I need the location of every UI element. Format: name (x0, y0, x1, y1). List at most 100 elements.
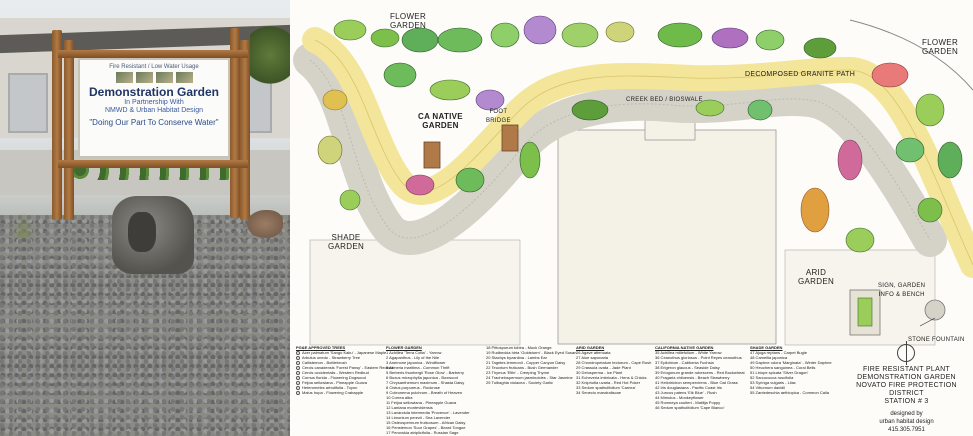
legend-shade-garden: SHADE GARDEN 47 Ajuga reptans - Carpet B… (750, 345, 832, 395)
legend-item: 50 Heuchera sanguinea - Coral Bells (750, 365, 816, 370)
legend-item: 26 Agave attenuata (576, 350, 611, 355)
legend-item: 24 Trachelospermum jasminoides - Star Ja… (486, 375, 573, 380)
legend-heading: CALIFORNIA NATIVE GARDEN (655, 345, 714, 350)
legend-item: 34 Senecio mandraliscae (576, 390, 621, 395)
sign-partners: NMWD & Urban Habitat Design (104, 107, 204, 114)
north-arrow-icon (897, 341, 915, 365)
legend-item: 53 Syringa vulgaris - Lilac (750, 380, 796, 385)
legend-item: 45 Romneya coulteri - Matilija Poppy (655, 400, 721, 405)
plant-masses (317, 15, 963, 253)
legend-item: 12 Lantana montevidensis (386, 405, 433, 410)
legend-item: 47 Ajuga reptans - Carpet Bugle (750, 350, 807, 355)
sign-slogan: "Doing Our Part To Conserve Water" (89, 118, 219, 127)
label-shade-garden: SHADE GARDEN (328, 233, 365, 251)
legend-item: 46 Sedum spathulifolium 'Cape Blanco' (655, 405, 725, 410)
fountain-spout (128, 212, 156, 252)
legend-item: 9 Coleonema pulchrum - Breath of Heaven (386, 390, 463, 395)
legend-flower-garden: FLOWER GARDEN 1 Achillea 'Terra Cotta' -… (386, 345, 470, 435)
legend-item: 23 Thymus 'Elfin' - Creeping Thyme (486, 370, 550, 375)
foot-bridge-1 (423, 141, 441, 169)
legend-item: Cercis occidentalis - Western Redbud (302, 370, 369, 375)
legend-item: 22 Teucrium fruticans - Bush Germander (486, 365, 558, 370)
legend-item: 54 Viburnum davidii (750, 385, 786, 390)
title-line-2: DEMONSTRATION GARDEN (857, 374, 956, 381)
legend-item: 2 Agapanthus - Lily of the Nile (386, 355, 440, 360)
garden-site-plan: FLOWER GARDEN FLOWER GARDEN DECOMPOSED G… (290, 0, 973, 436)
legend-item: 35 Achillea millefolium - White Yarrow (655, 350, 722, 355)
lawn-area-left (309, 239, 521, 346)
sign-post-right (230, 28, 240, 218)
label-ca-native-garden: CA NATIVE GARDEN (418, 112, 463, 130)
legend-item: 32 Kniphofia uvaria - Red Hot Poker (576, 380, 641, 385)
legend-item: 21 Tagetes lemmonii - Copper Canyon Dais… (486, 360, 566, 365)
legend-item: Feijoa sellowiana - Pineapple Guava (302, 380, 367, 385)
legend-item: 43 Juncus patens 'Elk Blue' - Rush (655, 390, 717, 395)
legend-item: 29 Crassula ovata - Jade Plant (576, 365, 631, 370)
title-line-1: FIRE RESISTANT PLANT (862, 366, 951, 373)
legend-item: Malus hupa - Flowering Crabapple (302, 390, 364, 395)
plan-drawing (293, 15, 973, 346)
legend-item: 28 Chondropetalum tectorum - Cape Rush (576, 360, 652, 365)
legend-california-native-garden: CALIFORNIA NATIVE GARDEN 35 Achillea mil… (655, 345, 745, 410)
legend-item: 25 Tulbaghia violacea - Society Garlic (486, 380, 553, 385)
legend-item: Heteromeles arbutifolia - Toyon (302, 385, 358, 390)
sign-photos (80, 72, 228, 83)
title-line-3: NOVATO FIRE PROTECTION DISTRICT (856, 382, 957, 397)
granite-path-edge (314, 39, 973, 266)
legend-item: 37 Epilobium - California Fuchsia (655, 360, 714, 365)
legend-item: Callistemon - Bottlebrush (302, 360, 347, 365)
legend-heading: SHADE GARDEN (750, 345, 783, 350)
legend-heading: FLOWER GARDEN (386, 345, 422, 350)
label-flower-garden-top: FLOWER GARDEN (390, 12, 427, 30)
legend-item: Cercis canadensis 'Forest Pansy' - Easte… (302, 365, 394, 370)
legend-item: 33 Sedum spathulifolium 'Carnea' (576, 385, 636, 390)
title-block: FIRE RESISTANT PLANT DEMONSTRATION GARDE… (840, 366, 973, 434)
sign-title: Demonstration Garden (88, 85, 220, 99)
title-line-4: STATION # 3 (884, 398, 929, 405)
legend-item: 19 Rudbeckia hirta 'Goldsturm' - Black E… (486, 350, 577, 355)
legend-item: 5 Berberis thunbergii 'Rose Glow' - Barb… (386, 370, 465, 375)
sign-subtitle: Fire Resistant / Low Water Usage (109, 64, 199, 70)
legend-item: Arbutus unedo - Strawberry Tree (302, 355, 361, 360)
legend-item: 40 Fragaria chiloensis - Beach Strawberr… (655, 375, 730, 380)
designed-by: designed by (890, 411, 923, 417)
ornamental-grass (12, 212, 34, 238)
sign-post-left-inner (64, 40, 74, 220)
label-stone-fountain: STONE FOUNTAIN (908, 337, 965, 343)
garden-sign-photo: Fire Resistant / Low Water Usage Demonst… (0, 0, 290, 436)
legend-item: 27 Aloe saponaria (576, 355, 609, 360)
legend-item: 55 Zantedeschia aethiopica - Common Call… (750, 390, 829, 395)
legend-item: 17 Perovskia atriplicifolia - Russian Sa… (386, 430, 459, 435)
legend-item: 20 Stachys byzantina - Lambs Ear (486, 355, 547, 360)
legend-item: 10 Correa alba (386, 395, 413, 400)
creek-bed-stones (309, 59, 931, 241)
legend-item: 15 Osteospermum fruticosum - African Dai… (386, 420, 466, 425)
legend-item: 39 Eriogonum grande rubescens - Red Buck… (655, 370, 745, 375)
legend-item: 42 Iris douglasiana - Pacific Coast Iris (655, 385, 722, 390)
legend-heading: ARID GARDEN (576, 345, 605, 350)
stone-fountain-symbol (924, 299, 946, 321)
legend-item: Acer palmatum 'Sango Kaku' - Japanese Ma… (302, 350, 387, 355)
legend-item: 38 Erigeron glaucus - Seaside Daisy (655, 365, 720, 370)
leader-line-fountain (919, 317, 936, 327)
foot-bridge-2 (501, 124, 519, 152)
sign-post-left (52, 30, 62, 220)
legend-item: 4 Armeria maritima - Common Thrift (386, 365, 450, 370)
sign-beam-top (58, 50, 248, 58)
legend-item: 41 Heliotrichon sempervirens - Blue Oat … (655, 380, 738, 385)
legend-item: 13 Lavandula intermedia 'Provence' - Lav… (386, 410, 470, 415)
legend-item: 44 Mimulus - Monkeyflower (655, 395, 704, 400)
legend-item: 6 Buxus microphylla japonica - Boxwood (386, 375, 458, 380)
legend-item: 31 Echeveria imbricata - Hens & Chicks (576, 375, 647, 380)
label-creek-bed: CREEK BED / BIOSWALE (626, 97, 703, 103)
tree (250, 20, 290, 90)
sign-partnership: In Partnership With (124, 99, 184, 106)
sign-garden-bed (857, 297, 873, 327)
legend-item: 48 Camellia japonica (750, 355, 788, 360)
legend-flower-garden-cont: 18 Pittosporum tobira - Mock Orange 19 R… (486, 345, 576, 385)
label-foot-bridge: FOOT BRIDGE (486, 109, 511, 124)
legend-item: 16 Penstemon 'Sour Grapes' - Beard Tongu… (386, 425, 466, 430)
building-pad (557, 129, 777, 345)
label-arid-garden: ARID GARDEN (798, 268, 835, 286)
legend-item: 8 Cistus purpureus - Rockrose (386, 385, 441, 390)
